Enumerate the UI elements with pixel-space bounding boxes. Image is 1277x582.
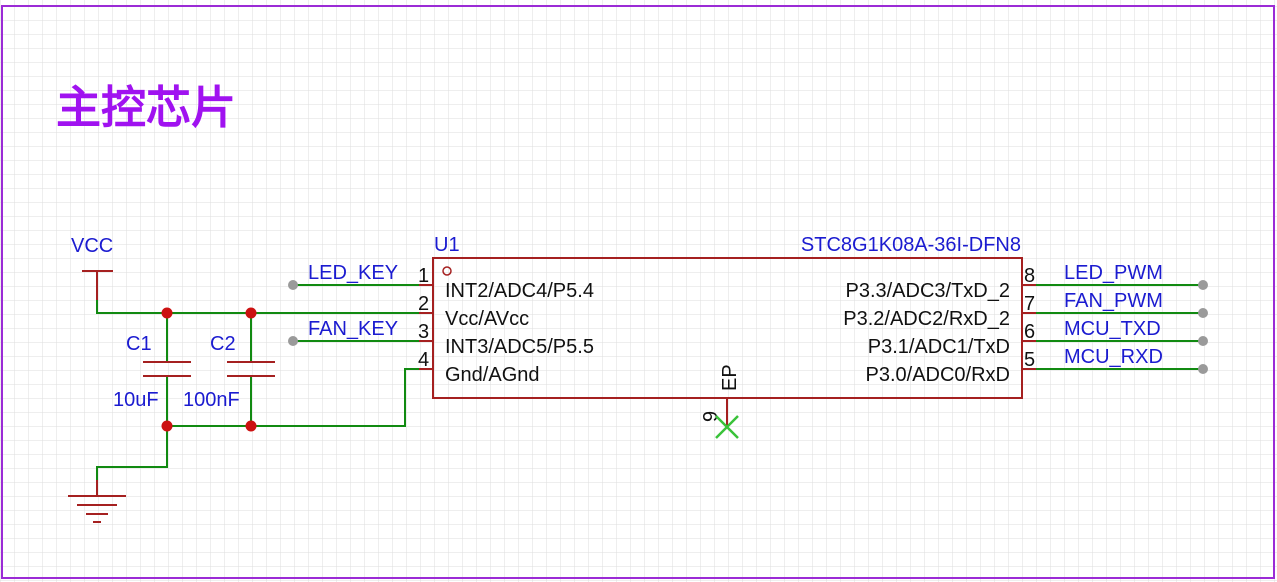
left-net-labels: LED_KEY FAN_KEY: [288, 262, 419, 346]
c2-ref: C2: [210, 333, 236, 355]
pin-3-name: INT3/ADC5/P5.5: [445, 336, 594, 358]
c1-ref: C1: [126, 333, 152, 355]
pin1-indicator: [442, 266, 452, 276]
pin-5-name: P3.0/ADC0/RxD: [866, 364, 1011, 386]
pin-9-name: EP: [719, 364, 741, 391]
right-net-labels: LED_PWM FAN_PWM MCU_TXD MCU_RXD: [1036, 262, 1208, 374]
pin-4-name: Gnd/AGnd: [445, 364, 540, 386]
junction-dot: [245, 307, 257, 319]
pin-1-number: 1: [418, 265, 429, 287]
net-label-mcu-txd[interactable]: MCU_TXD: [1064, 318, 1161, 340]
pin-8-number: 8: [1024, 265, 1035, 287]
pin-5-number: 5: [1024, 349, 1035, 371]
vcc-label: VCC: [71, 235, 113, 257]
chip-right-pins: 8 7 6 5 P3.3/ADC3/TxD_2 P3.2/ADC2/RxD_2 …: [843, 265, 1036, 386]
c1-value: 10uF: [113, 389, 159, 411]
pin-7-name: P3.2/ADC2/RxD_2: [843, 308, 1010, 330]
pin-4-number: 4: [418, 349, 429, 371]
chip-part-number: STC8G1K08A-36I-DFN8: [801, 234, 1021, 256]
wire-vcc-rail: [96, 300, 419, 314]
chip-u1[interactable]: U1 STC8G1K08A-36I-DFN8 1 2 3 4 INT2/ADC4…: [418, 234, 1036, 439]
port-dot-mcu-txd[interactable]: [1198, 336, 1208, 346]
port-dot-led-pwm[interactable]: [1198, 280, 1208, 290]
junction-dot: [245, 420, 257, 432]
chip-left-pins: 1 2 3 4 INT2/ADC4/P5.4 Vcc/AVcc INT3/ADC…: [418, 265, 594, 386]
pin-6-number: 6: [1024, 321, 1035, 343]
port-dot-fan-pwm[interactable]: [1198, 308, 1208, 318]
capacitor-c2[interactable]: C2 100nF: [183, 333, 275, 411]
junction-dot: [161, 420, 173, 432]
wire-gnd-rail: [167, 368, 419, 427]
net-label-fan-key[interactable]: FAN_KEY: [308, 318, 398, 340]
c2-value: 100nF: [183, 389, 240, 411]
pin-8-name: P3.3/ADC3/TxD_2: [845, 280, 1010, 302]
pin-6-name: P3.1/ADC1/TxD: [868, 336, 1010, 358]
sheet-frame: [1, 5, 1275, 579]
sheet-title: 主控芯片: [56, 81, 236, 134]
no-connect-marker: [715, 415, 739, 439]
chip-bottom-pin: EP 9: [700, 364, 741, 439]
pin-3-number: 3: [418, 321, 429, 343]
port-dot-led-key[interactable]: [288, 280, 298, 290]
power-section: VCC C1 10uF C2 100nF: [68, 235, 419, 523]
net-label-fan-pwm[interactable]: FAN_PWM: [1064, 290, 1163, 312]
chip-ref: U1: [434, 234, 460, 256]
pin-2-name: Vcc/AVcc: [445, 308, 529, 330]
capacitor-c1[interactable]: C1 10uF: [113, 333, 191, 411]
port-dot-fan-key[interactable]: [288, 336, 298, 346]
pin-1-name: INT2/ADC4/P5.4: [445, 280, 594, 302]
net-label-mcu-rxd[interactable]: MCU_RXD: [1064, 346, 1163, 368]
pin-2-number: 2: [418, 293, 429, 315]
wire-gnd-drop: [96, 426, 168, 480]
port-dot-mcu-rxd[interactable]: [1198, 364, 1208, 374]
net-label-led-pwm[interactable]: LED_PWM: [1064, 262, 1163, 284]
junction-dot: [161, 307, 173, 319]
pin-7-number: 7: [1024, 293, 1035, 315]
net-label-led-key[interactable]: LED_KEY: [308, 262, 398, 284]
pin-9-number: 9: [700, 411, 722, 422]
